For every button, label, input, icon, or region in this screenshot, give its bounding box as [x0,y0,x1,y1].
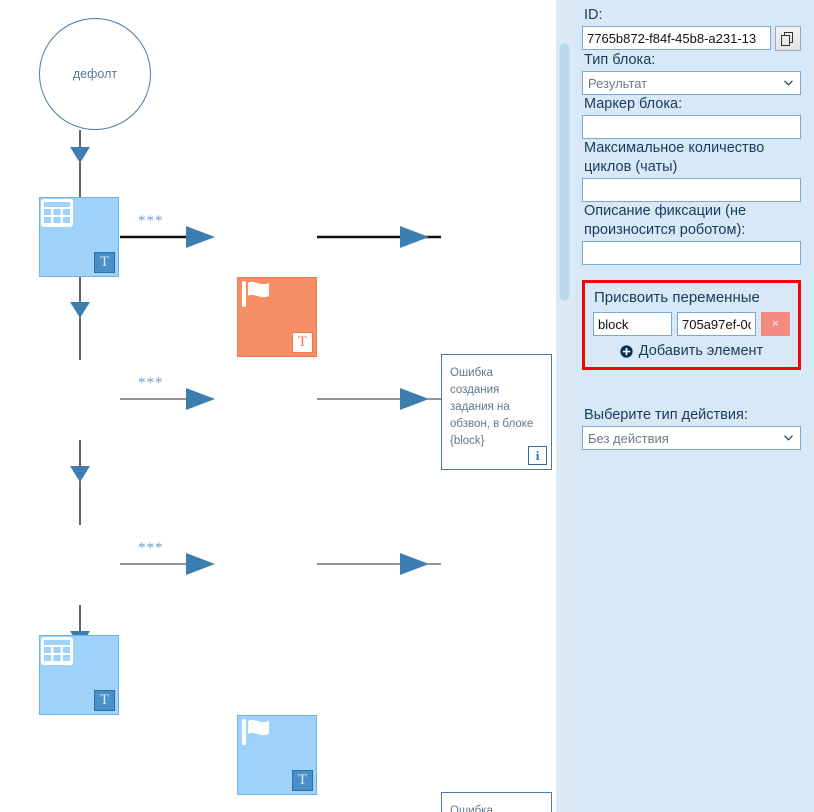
block-target-2[interactable]: T [237,715,317,795]
edge-label-1: *** [138,213,164,229]
scrollbar-thumb[interactable] [559,43,570,301]
add-variable-button[interactable]: Добавить элемент [593,343,790,359]
block-type-value: Результат [588,75,648,91]
block-type-badge: T [94,690,115,711]
properties-panel: ID: Тип блока: Результат Маркер блока: М… [574,0,814,812]
block-source-2[interactable]: T [39,635,119,715]
max-cycles-input[interactable] [582,178,801,202]
action-type-group: Выберите тип действия: Без действия [582,406,801,450]
variable-row: × [593,312,790,336]
block-type-badge: T [292,332,313,353]
block-type-badge: T [292,770,313,791]
note-box-2[interactable]: Ошибка добавления кандидата в задание на… [441,792,552,812]
add-variable-label: Добавить элемент [638,343,764,359]
block-type-badge: T [94,252,115,273]
chevron-down-icon [784,80,793,86]
copy-button[interactable] [775,26,801,51]
block-type-label: Тип блока: [584,52,656,68]
info-icon[interactable]: i [528,446,547,465]
note-text: Ошибка добавления кандидата в задание на… [450,805,493,812]
action-type-value: Без действия [588,430,669,446]
flowchart-connectors [70,130,441,681]
block-type-select[interactable]: Результат [582,71,801,95]
plus-circle-icon [620,344,633,358]
fix-description-label: Описание фиксации (не произносится робот… [584,203,747,238]
flag-icon [242,719,269,745]
note-box-1[interactable]: Ошибка создания задания на обзвон, в бло… [441,354,552,470]
flowchart-canvas[interactable]: дефолт T *** T Ошибка создания задания н… [0,0,556,812]
copy-icon [781,31,793,46]
start-node-label: дефолт [72,67,118,81]
flag-icon [242,281,269,307]
block-marker-input[interactable] [582,115,801,139]
id-input[interactable] [582,26,771,50]
action-type-label: Выберите тип действия: [584,407,748,423]
chevron-down-icon [784,435,793,441]
table-grid-icon [41,637,73,665]
block-marker-label: Маркер блока: [584,96,683,112]
start-node[interactable]: дефолт [39,18,151,130]
edge-label-3: *** [138,540,164,556]
action-type-select[interactable]: Без действия [582,426,801,450]
edge-label-2: *** [138,375,164,391]
variable-name-input[interactable] [593,312,672,336]
delete-variable-button[interactable]: × [761,312,790,336]
id-label: ID: [584,7,603,23]
assign-variables-title: Присвоить переменные [594,289,760,306]
table-grid-icon [41,199,73,227]
max-cycles-label: Максимальное количество циклов (чаты) [584,140,765,175]
variable-value-input[interactable] [677,312,756,336]
fix-description-input[interactable] [582,241,801,265]
id-row [582,26,801,51]
vertical-scrollbar[interactable] [556,0,574,812]
note-text: Ошибка создания задания на обзвон, в бло… [450,367,534,447]
block-source-1[interactable]: T [39,197,119,277]
block-target-1[interactable]: T [237,277,317,357]
assign-variables-group: Присвоить переменные × Добавить элемент [582,280,801,370]
